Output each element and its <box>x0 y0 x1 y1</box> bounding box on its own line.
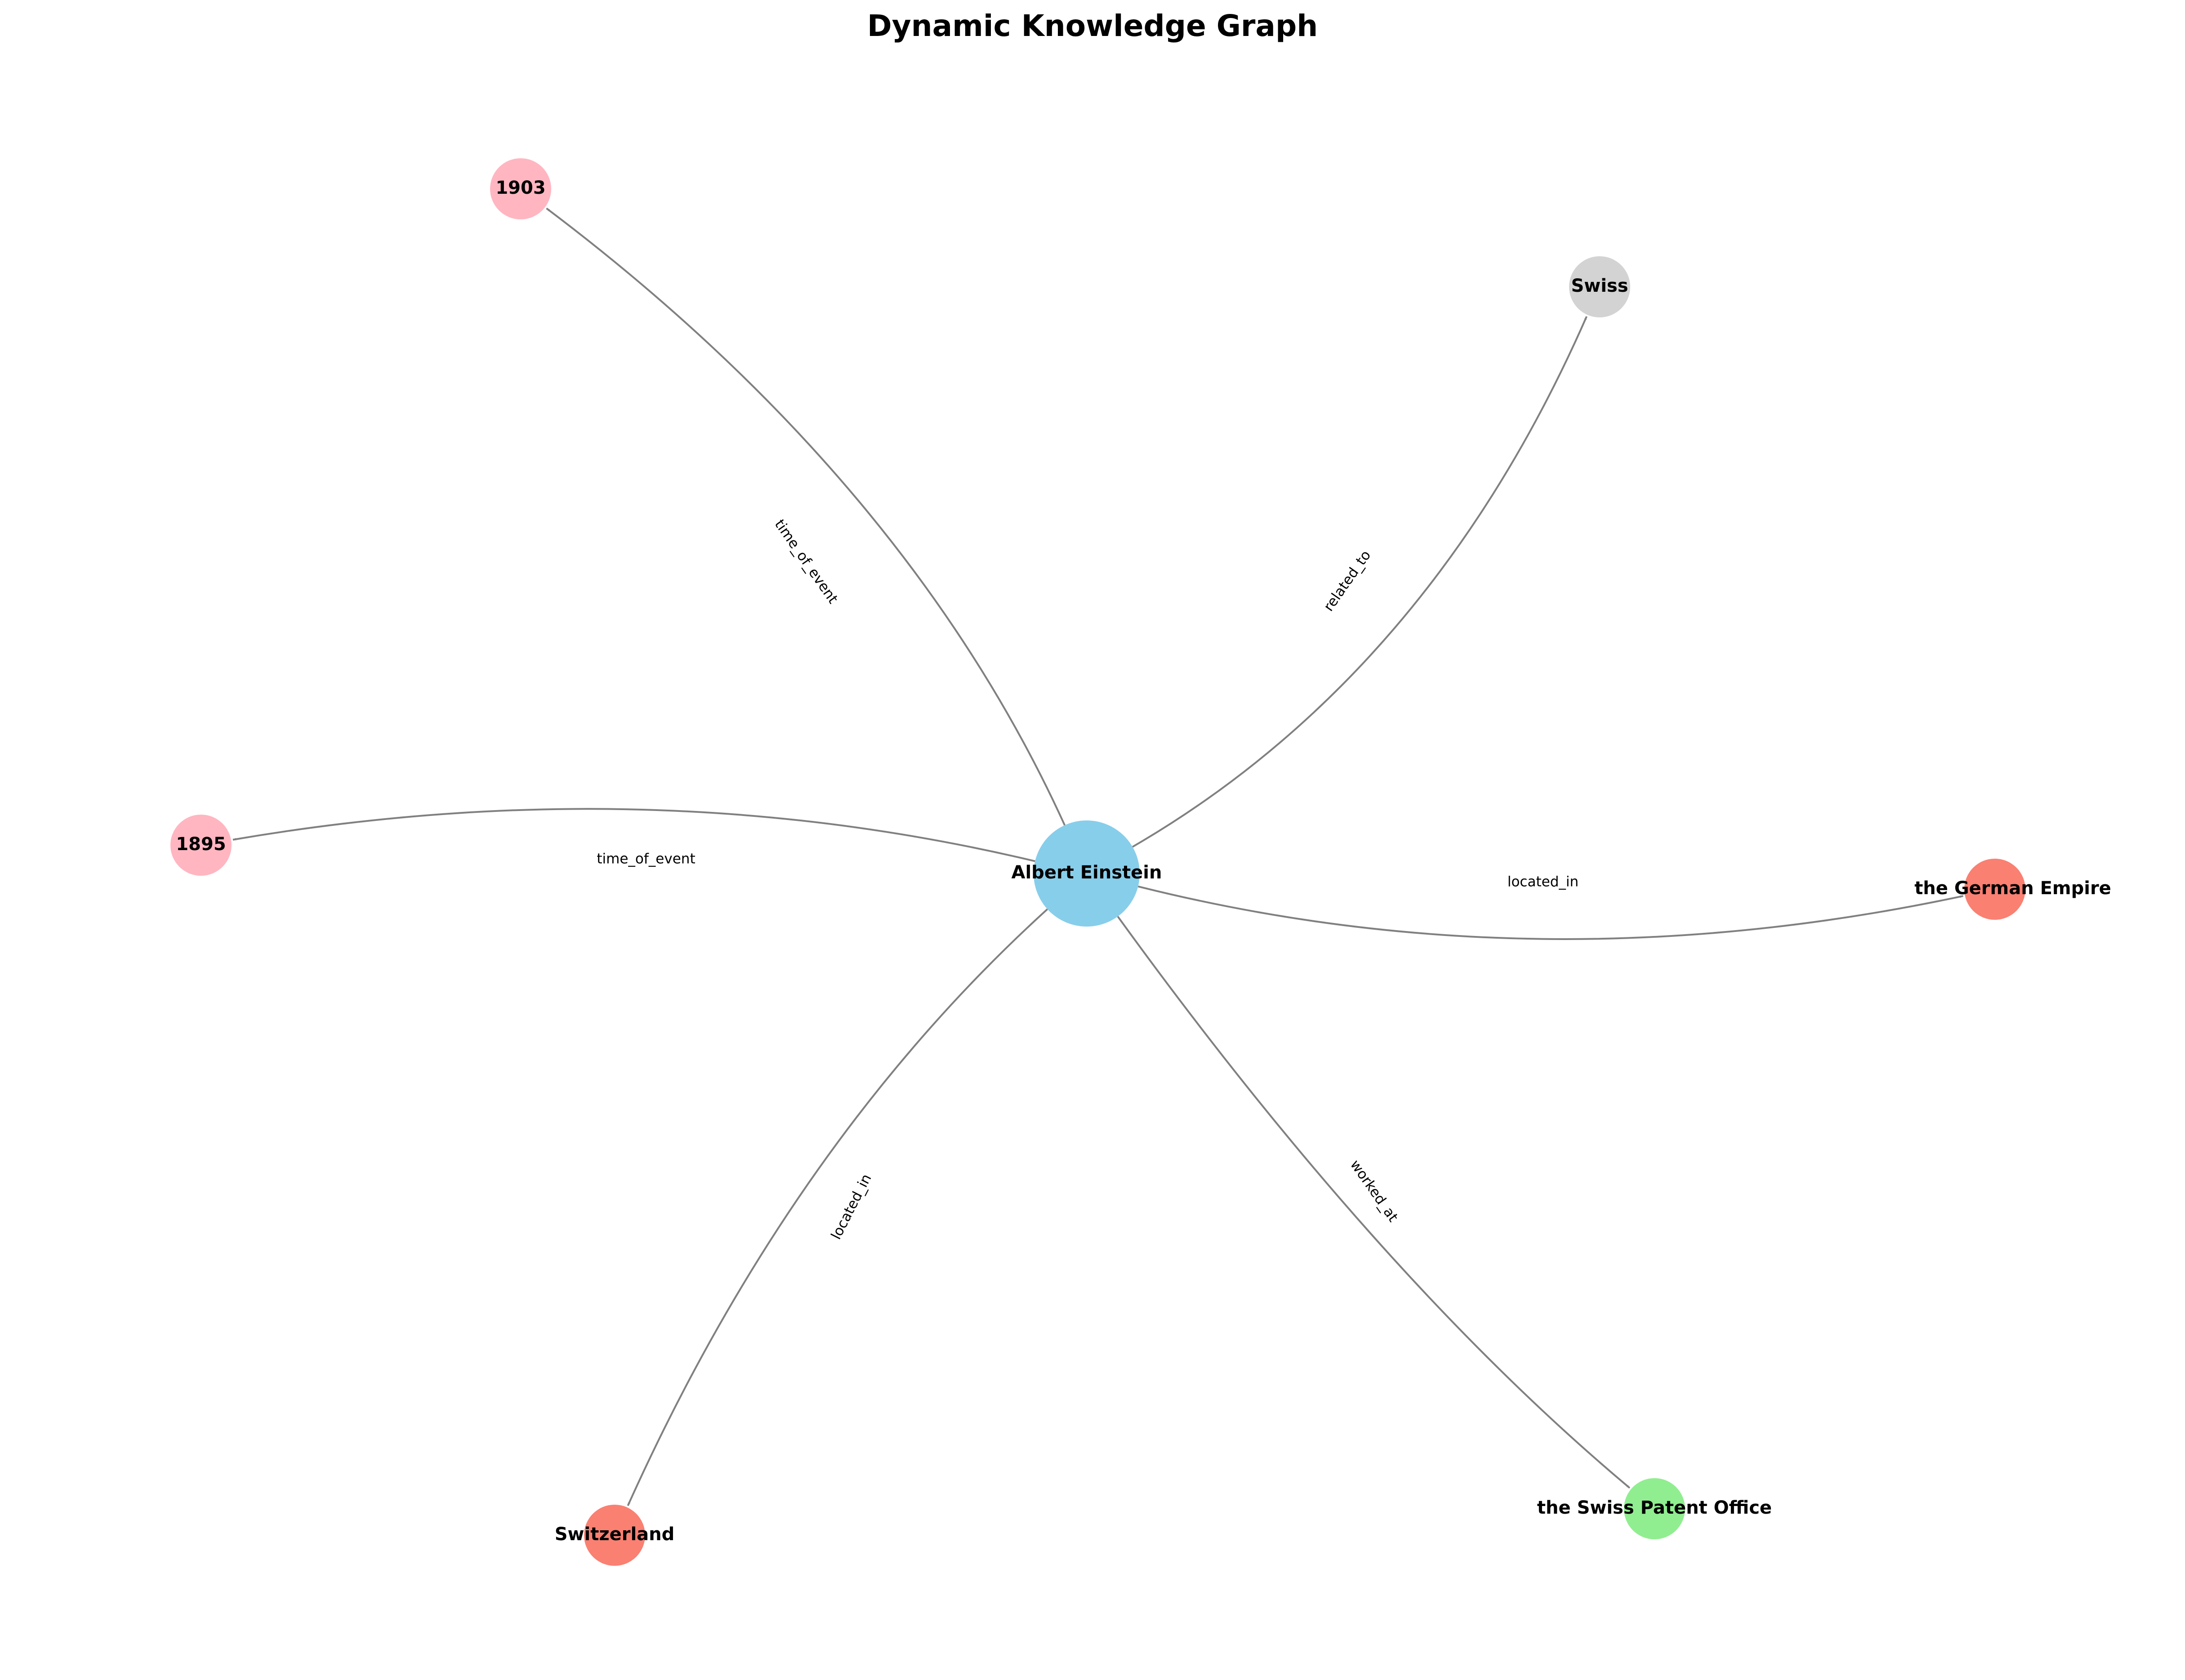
node-switzerland[interactable]: Switzerland <box>555 1505 675 1566</box>
node-label-swiss: Swiss <box>1571 276 1628 296</box>
node-label-einstein: Albert Einstein <box>1012 862 1162 883</box>
node-german-empire[interactable]: the German Empire <box>1914 859 2111 920</box>
node-circle-german-empire[interactable] <box>1964 859 2025 920</box>
edge-einstein-to-1895 <box>232 808 1035 862</box>
edge-einstein-to-1903 <box>546 207 1066 826</box>
edge-einstein-to-patent-office <box>1117 916 1631 1489</box>
edge-label-einstein-to-1903: time_of_event <box>771 517 841 606</box>
edge-einstein-to-swiss <box>1132 316 1587 848</box>
page-title: Dynamic Knowledge Graph <box>867 9 1318 43</box>
node-circle-einstein[interactable] <box>1034 820 1140 927</box>
node-circle-1895[interactable] <box>170 815 232 876</box>
node-circle-swiss[interactable] <box>1569 256 1630 317</box>
edge-einstein-to-german-empire <box>1137 885 1963 940</box>
node-label-switzerland: Switzerland <box>555 1524 675 1545</box>
node-swiss[interactable]: Swiss <box>1569 256 1630 317</box>
edge-label-einstein-to-1895: time_of_event <box>597 851 695 867</box>
edge-label-einstein-to-switzerland: located_in <box>828 1172 875 1242</box>
node-label-patent-office: the Swiss Patent Office <box>1537 1497 1772 1518</box>
edges-layer <box>232 207 1963 1506</box>
node-label-1903: 1903 <box>495 178 545 198</box>
node-1895[interactable]: 1895 <box>170 815 232 876</box>
node-circle-patent-office[interactable] <box>1624 1478 1685 1539</box>
node-label-1895: 1895 <box>176 834 226 855</box>
node-1903[interactable]: 1903 <box>490 158 551 219</box>
node-circle-1903[interactable] <box>490 158 551 219</box>
node-label-german-empire: the German Empire <box>1914 878 2111 899</box>
edge-einstein-to-switzerland <box>627 908 1048 1506</box>
node-einstein[interactable]: Albert Einstein <box>1012 820 1162 927</box>
node-circle-switzerland[interactable] <box>584 1505 645 1566</box>
edge-label-einstein-to-german-empire: located_in <box>1507 874 1579 890</box>
edge-label-einstein-to-swiss: related_to <box>1320 548 1374 615</box>
node-patent-office[interactable]: the Swiss Patent Office <box>1537 1478 1772 1539</box>
